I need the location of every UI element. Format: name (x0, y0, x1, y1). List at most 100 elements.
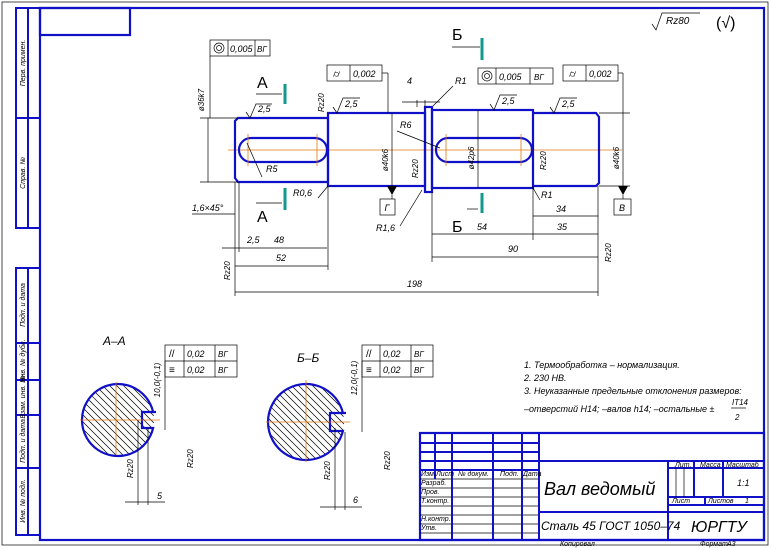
svg-text:2. 230 НВ.: 2. 230 НВ. (523, 373, 567, 383)
svg-text:Дата: Дата (522, 471, 542, 478)
radius-label: R5 (266, 164, 278, 174)
svg-text:3. Неуказанные предельные откл: 3. Неуказанные предельные отклонения раз… (524, 386, 742, 396)
svg-text:Разраб.: Разраб. (421, 479, 446, 487)
svg-text:Rz20: Rz20 (411, 159, 420, 178)
hatch-line (85, 403, 135, 453)
datum-label: Г (385, 203, 391, 213)
diameter-label: ø40k6 (612, 146, 621, 169)
svg-text:0,002: 0,002 (353, 69, 376, 79)
side-stamp: Перв. примен. Справ. № Подп. и дата Инв.… (15, 7, 41, 536)
chamfer-label: 1,6×45° (192, 203, 224, 213)
section-b-b: Б–Б //≡ 0,02 0,02 ВГ ВГ 12,0(-0,1) Rz20 … (266, 344, 434, 510)
radius-label: R6 (400, 120, 412, 130)
svg-text:Листов: Листов (707, 498, 734, 505)
svg-text:Н.контр.: Н.контр. (421, 516, 451, 523)
svg-text:1:1: 1:1 (737, 478, 750, 488)
svg-text:0,02: 0,02 (187, 349, 205, 359)
svg-text:5: 5 (157, 491, 163, 501)
svg-text:12,0(-0,1): 12,0(-0,1) (350, 360, 359, 395)
hatch-line (292, 386, 342, 436)
shaft-step-3 (430, 108, 535, 190)
hatch-line (114, 383, 155, 424)
svg-text:ВГ: ВГ (257, 45, 267, 54)
hatch-line (276, 398, 330, 452)
svg-text:Б: Б (452, 27, 463, 44)
datum-box (379, 198, 396, 216)
section-marks: А А Б Б (256, 27, 484, 236)
top-designation-box (38, 6, 132, 37)
svg-text:Пров.: Пров. (421, 489, 440, 496)
diameter-label: ø42p6 (467, 146, 476, 169)
section-title: Б–Б (297, 351, 319, 365)
svg-text:Rz20: Rz20 (604, 243, 613, 262)
organization: ЮРГТУ (691, 519, 749, 536)
svg-text:Утв.: Утв. (420, 525, 437, 532)
svg-text:34: 34 (556, 204, 566, 214)
svg-text:Лит.: Лит. (674, 462, 691, 469)
svg-text:1. Термообработка – нормализац: 1. Термообработка – нормализация. (524, 360, 680, 370)
hatch-line (311, 384, 344, 417)
svg-text:Лист: Лист (435, 471, 454, 478)
section-a-a: А–А //≡ 0,02 0,02 ВГ ВГ 10,0(-0,1) Rz20 … (80, 334, 238, 505)
stamp-label: Перв. примен. (20, 40, 27, 87)
svg-text:0,02: 0,02 (383, 349, 401, 359)
svg-text:52: 52 (276, 253, 286, 263)
svg-text:198: 198 (407, 279, 422, 289)
roughness-value: Rz80 (666, 16, 690, 27)
section-title: А–А (102, 334, 126, 348)
svg-text:ВГ: ВГ (218, 366, 228, 375)
stamp-label: Инв. № дубл. (19, 339, 27, 382)
svg-text:6: 6 (353, 495, 358, 505)
svg-text:ВГ: ВГ (414, 366, 424, 375)
radius-label: R1 (455, 76, 467, 86)
svg-text:2,5: 2,5 (246, 235, 261, 245)
svg-text:2,5: 2,5 (561, 99, 576, 109)
svg-text:90: 90 (508, 244, 518, 254)
hatch-line (320, 386, 342, 408)
hatch-line (82, 428, 110, 456)
svg-text:≡: ≡ (169, 365, 175, 376)
keyway-2 (434, 136, 534, 164)
tolerance-frame-1: 0,005 ВГ (209, 39, 271, 118)
hatch-line (303, 383, 345, 425)
svg-text:⌭: ⌭ (333, 69, 341, 80)
svg-text:1: 1 (745, 498, 749, 505)
hatch-line (269, 433, 295, 459)
radius-label: R1,6 (376, 223, 395, 233)
svg-text:–отверстий Н14; –валов h14; –о: –отверстий Н14; –валов h14; –остальные ± (523, 404, 714, 414)
svg-text:10,0(-0,1): 10,0(-0,1) (153, 362, 162, 397)
hatch-line (82, 414, 124, 456)
hatch-line (103, 386, 152, 435)
svg-text:Rz20: Rz20 (186, 449, 195, 468)
svg-text:Формат: Формат (700, 541, 728, 548)
svg-text:⌭: ⌭ (569, 69, 577, 80)
roughness-other: (√) (716, 15, 735, 32)
datum-label: В (619, 203, 625, 213)
svg-text:Т.контр.: Т.контр. (421, 498, 449, 505)
section-outline (80, 382, 156, 458)
svg-text:А3: А3 (726, 541, 736, 548)
svg-text:Rz20: Rz20 (323, 461, 332, 480)
tolerance-frame-2: ⌭ 0,002 (326, 64, 389, 113)
svg-text:2,5: 2,5 (257, 104, 272, 114)
stamp-label: Подп. и дата (19, 283, 27, 327)
hatch-line (270, 406, 322, 458)
section-outline (266, 382, 346, 462)
hatch-line (287, 388, 340, 441)
svg-text:ВГ: ВГ (534, 73, 544, 82)
svg-text://: // (366, 349, 372, 360)
hatch-line (267, 424, 304, 461)
keyway-1 (237, 136, 329, 164)
svg-text:ВГ: ВГ (414, 350, 424, 359)
title-block: Изм. Лист № докум. Подп. Дата Разраб. Пр… (418, 431, 766, 548)
svg-text:2,5: 2,5 (344, 99, 359, 109)
svg-text:Rz20: Rz20 (383, 451, 392, 470)
hatch-line (273, 402, 326, 455)
svg-text:0,005: 0,005 (230, 44, 254, 54)
technical-notes: 1. Термообработка – нормализация. 2. 230… (523, 360, 749, 422)
hatch-line (94, 391, 147, 444)
hatch-line (91, 395, 143, 447)
tolerance-frame-4: ⌭ 0,002 (562, 64, 624, 113)
